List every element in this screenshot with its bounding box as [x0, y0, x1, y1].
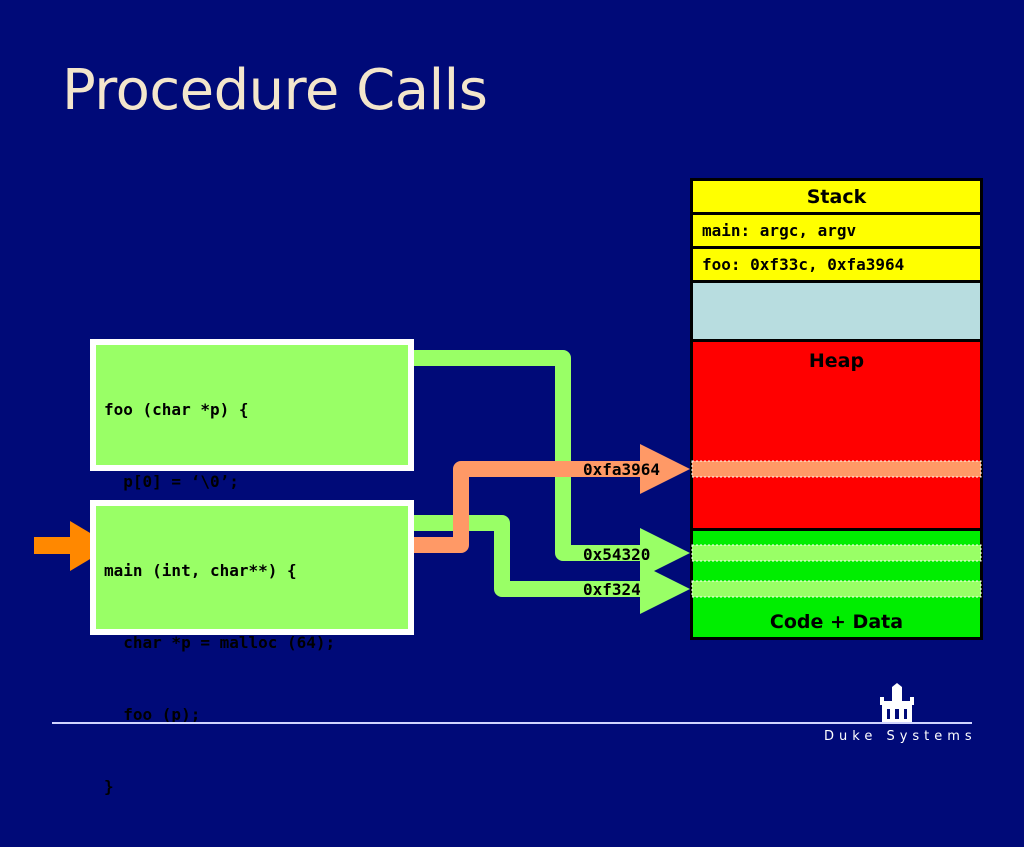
slide-title: Procedure Calls	[62, 58, 488, 123]
slide: Procedure Calls foo (char *p) { p[0] = ‘…	[34, 58, 983, 796]
foo-to-code-arrow	[412, 350, 642, 561]
malloc-to-heap-arrowhead	[640, 444, 690, 494]
stack-label: Stack	[806, 186, 867, 208]
code-line: }	[104, 777, 114, 796]
code-address-band-2	[691, 580, 982, 598]
code-line: foo (p);	[104, 705, 201, 724]
main-to-code-arrowhead	[640, 564, 690, 614]
code-line: main (int, char**) {	[104, 561, 297, 580]
stack-frame-text: main: argc, argv	[702, 221, 857, 240]
address-bands	[691, 460, 982, 598]
heap-region: Heap	[690, 339, 983, 531]
code-address-label-1: 0x54320	[583, 545, 651, 564]
free-space-region	[690, 280, 983, 342]
footer-divider	[52, 722, 972, 724]
code-address-band-1	[691, 544, 982, 562]
code-line: foo (char *p) {	[104, 400, 249, 419]
footer-brand: Duke Systems	[824, 729, 977, 744]
pc-arrow-shaft	[34, 537, 74, 554]
heap-address-band	[691, 460, 982, 478]
stack-frame-text: foo: 0xf33c, 0xfa3964	[702, 255, 905, 274]
heap-label: Heap	[808, 350, 865, 372]
main-code-box: main (int, char**) { char *p = malloc (6…	[90, 500, 414, 796]
heap-address-label: 0xfa3964	[583, 460, 661, 479]
foo-code-box: foo (char *p) { p[0] = ‘\0’; }	[90, 339, 414, 563]
foo-to-code-arrowhead	[640, 528, 690, 578]
code-line: p[0] = ‘\0’;	[104, 472, 239, 491]
arrows-layer	[34, 350, 690, 614]
malloc-to-heap-arrow	[412, 461, 642, 553]
duke-chapel-icon	[880, 683, 914, 723]
code-address-label-2: 0xf324	[583, 580, 641, 599]
code-data-label: Code + Data	[769, 611, 904, 633]
code-line: char *p = malloc (64);	[104, 633, 336, 652]
